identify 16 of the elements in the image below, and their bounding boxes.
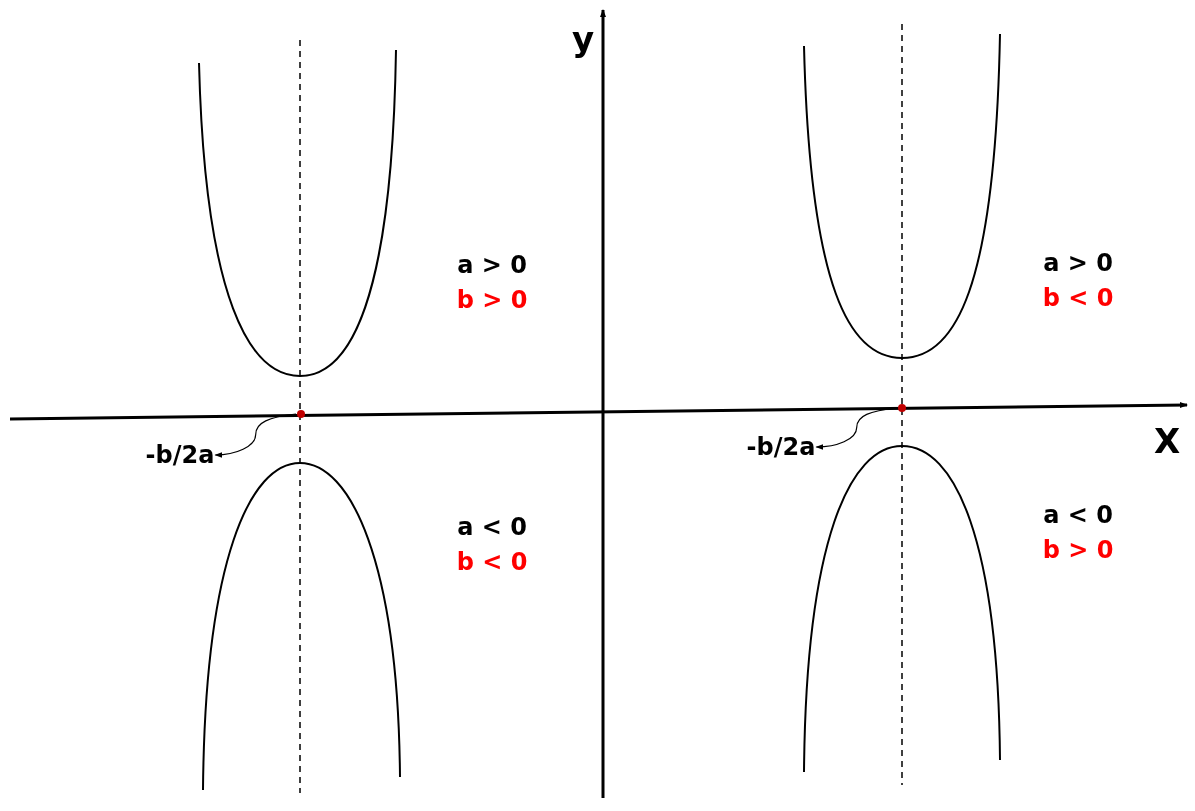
condition-text: b > 0 — [1042, 536, 1114, 564]
condition-text: b < 0 — [1042, 284, 1114, 312]
condition-text: a < 0 — [1043, 501, 1113, 529]
formula-label: -b/2a — [746, 433, 816, 461]
condition-text: b > 0 — [456, 286, 528, 314]
condition-text: a < 0 — [457, 513, 527, 541]
formula-label: -b/2a — [145, 441, 215, 469]
curved-arrow — [815, 407, 898, 450]
vertex-dot — [297, 410, 305, 418]
condition-text: a > 0 — [457, 251, 527, 279]
axis-label: y — [571, 21, 595, 59]
condition-text: b < 0 — [456, 548, 528, 576]
vertex-dot — [898, 404, 906, 412]
axis-label: X — [1153, 423, 1181, 461]
condition-text: a > 0 — [1043, 249, 1113, 277]
curved-arrow — [214, 413, 297, 458]
